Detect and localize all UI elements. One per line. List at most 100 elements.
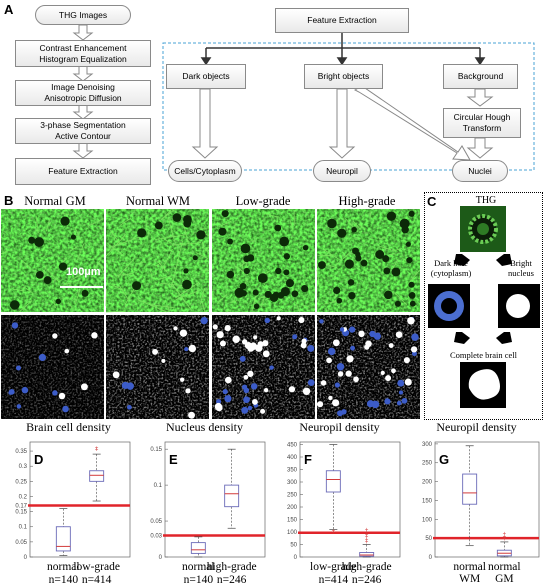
nucleus bbox=[404, 378, 412, 386]
fiber bbox=[369, 211, 372, 218]
cell bbox=[274, 224, 282, 232]
fiber bbox=[239, 261, 247, 268]
nucleus bbox=[395, 331, 403, 339]
panel-e-label: E bbox=[169, 452, 178, 467]
cell bbox=[408, 281, 415, 288]
nucleus bbox=[336, 362, 345, 371]
fiber bbox=[230, 300, 238, 303]
cell bbox=[348, 291, 356, 300]
y-tick-label: 0.35 bbox=[15, 449, 27, 455]
bright-nucleus-label: Bright nucleus bbox=[508, 258, 534, 278]
nucleus bbox=[243, 374, 249, 380]
cell bbox=[406, 257, 413, 264]
nucleus bbox=[243, 387, 250, 394]
nucleus bbox=[80, 383, 88, 391]
nucleus bbox=[348, 326, 356, 333]
cell bbox=[227, 238, 234, 245]
nucleus bbox=[263, 387, 269, 393]
nucleus bbox=[21, 386, 29, 394]
nucleus bbox=[346, 355, 354, 363]
hollow-arrow bbox=[72, 65, 94, 82]
cell bbox=[192, 255, 198, 261]
fiber bbox=[358, 223, 365, 229]
fiber bbox=[124, 287, 136, 306]
nucleus bbox=[385, 375, 392, 382]
nucleus bbox=[397, 379, 405, 387]
micrograph-grid bbox=[0, 209, 420, 419]
cell bbox=[399, 218, 410, 229]
cell bbox=[252, 289, 259, 296]
cell bbox=[386, 211, 397, 221]
nucleus bbox=[345, 370, 352, 377]
nucleus bbox=[334, 382, 340, 388]
cell bbox=[391, 267, 401, 277]
plot-frame bbox=[29, 441, 131, 558]
fiber bbox=[277, 308, 284, 313]
fiber bbox=[24, 286, 34, 294]
nucleus bbox=[365, 340, 372, 348]
hollow-arrow bbox=[72, 103, 94, 120]
nucleus bbox=[339, 327, 345, 332]
fiber bbox=[301, 304, 311, 308]
fiber bbox=[148, 304, 175, 309]
feature-extraction-box: Feature Extraction bbox=[275, 8, 409, 33]
y-tick-label: 50 bbox=[425, 536, 432, 542]
fiber bbox=[266, 213, 279, 218]
cell bbox=[154, 221, 163, 230]
fiber bbox=[216, 293, 228, 304]
outlier: + bbox=[365, 533, 369, 539]
cell bbox=[34, 237, 45, 247]
nucleus bbox=[269, 365, 274, 370]
y-tick-label: 250 bbox=[422, 461, 433, 467]
fiber bbox=[74, 227, 83, 244]
nucleus bbox=[401, 397, 408, 404]
panel-c-images bbox=[428, 206, 540, 408]
cell bbox=[218, 227, 227, 236]
nucleus bbox=[384, 398, 391, 405]
nucleus bbox=[214, 402, 223, 411]
sample-size-label: n=246 bbox=[216, 574, 247, 586]
y-tick-label: 50 bbox=[290, 543, 297, 549]
cell bbox=[240, 243, 251, 254]
cell bbox=[81, 289, 89, 297]
sample-size-label: n=140 bbox=[183, 574, 214, 586]
cell bbox=[9, 300, 20, 310]
pipeline-step-3: Image Denoising Anisotropic Diffusion bbox=[15, 80, 151, 106]
fiber bbox=[352, 220, 361, 230]
box bbox=[325, 470, 341, 493]
y-tick-label: 0.1 bbox=[19, 525, 28, 531]
cell bbox=[408, 291, 416, 299]
nucleus bbox=[327, 347, 336, 356]
outlier: + bbox=[503, 532, 507, 538]
group-label: normal bbox=[182, 561, 215, 573]
y-tick-label: 200 bbox=[422, 480, 433, 486]
fiber bbox=[331, 231, 338, 236]
fiber bbox=[46, 268, 60, 282]
cell bbox=[35, 271, 44, 279]
nucleus bbox=[326, 357, 332, 364]
nucleus bbox=[224, 395, 232, 403]
cell bbox=[351, 226, 357, 233]
nucleus bbox=[8, 388, 15, 395]
outlier: + bbox=[365, 538, 369, 544]
nucleus bbox=[307, 344, 315, 352]
fiber bbox=[295, 302, 301, 313]
fiber bbox=[201, 302, 206, 313]
nucleus bbox=[380, 370, 385, 375]
cell bbox=[70, 234, 77, 240]
group-label: normal GM bbox=[488, 561, 521, 585]
nucleus bbox=[262, 350, 270, 358]
y-tick-label: 0.15 bbox=[15, 510, 27, 516]
fiber bbox=[109, 230, 122, 246]
cell bbox=[221, 210, 229, 218]
fiber bbox=[200, 287, 205, 305]
cell bbox=[302, 244, 309, 251]
nucleus bbox=[188, 411, 195, 419]
fiber bbox=[175, 290, 199, 300]
nucleus bbox=[126, 404, 132, 410]
cell bbox=[182, 279, 192, 290]
fiber bbox=[388, 253, 396, 256]
box bbox=[224, 484, 240, 508]
